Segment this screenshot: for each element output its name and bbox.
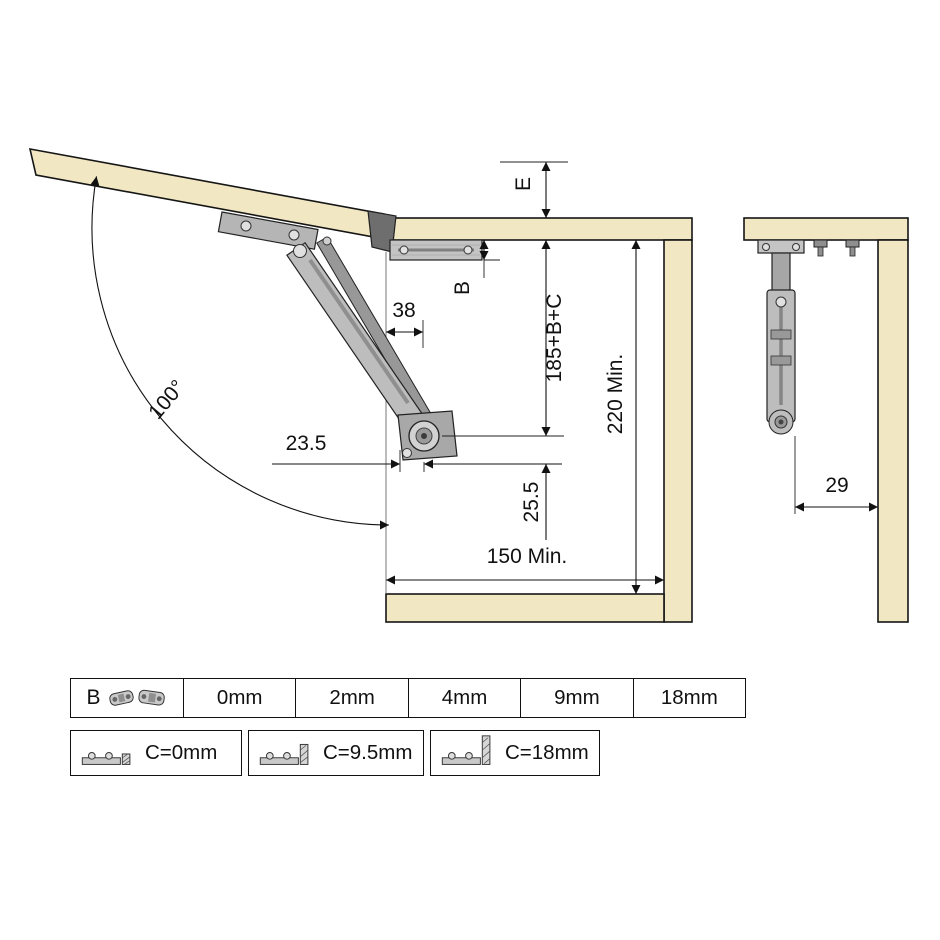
bracket-screw-icon (792, 243, 800, 251)
cabinet-side-view (743, 217, 909, 623)
bracket-profile-icon (259, 743, 309, 765)
dim-38: 38 (386, 299, 424, 348)
dim-185-label: 185+B+C (543, 294, 566, 383)
arm-joint-icon (322, 236, 332, 246)
mechanism-screw-icon (775, 296, 787, 308)
rail-detail (392, 244, 480, 256)
dim-e: E (500, 161, 568, 218)
rail-screw-icon (463, 245, 473, 255)
b-offset-value: 9mm (520, 679, 632, 717)
dim-29-label: 29 (825, 474, 848, 497)
c-option-label: C=9.5mm (323, 741, 413, 764)
arm-joint-icon (293, 244, 307, 258)
c-option-label: C=18mm (505, 741, 589, 764)
b-offset-table-title: B (86, 686, 101, 709)
mechanism-detail (770, 355, 792, 366)
rail-screw-profile (845, 239, 860, 248)
cabinet-top-panel (385, 217, 693, 241)
rail-screw-profile (849, 246, 856, 257)
rail-screw-profile (813, 239, 828, 248)
b-offset-value: 0mm (183, 679, 295, 717)
dim-23-5: 23.5 (272, 432, 562, 472)
hinge-icon (108, 689, 165, 706)
side-top-panel (743, 217, 909, 241)
dim-38-label: 38 (392, 299, 415, 322)
bracket-profile-icon (441, 735, 491, 765)
bracket-profile-icon (81, 752, 131, 765)
b-offset-value: 4mm (407, 679, 520, 717)
c-option-label: C=0mm (145, 741, 218, 764)
cabinet-body (28, 147, 693, 623)
b-offset-value: 2mm (295, 679, 407, 717)
dim-150-label: 150 Min. (487, 545, 568, 568)
dim-b-label: B (451, 281, 474, 295)
plate-screw-icon (288, 229, 300, 241)
dim-150: 150 Min. (386, 545, 664, 585)
dim-29: 29 (794, 436, 878, 514)
main-lift-arm (286, 241, 434, 444)
left-view: 100° E B 185+B+C 220 Min (28, 147, 693, 623)
flap-door-panel (28, 147, 392, 242)
dim-25-5-label: 25.5 (520, 482, 543, 523)
b-offset-value: 18mm (632, 679, 745, 717)
c-option-box: C=18mm (430, 730, 600, 776)
dim-25-5: 25.5 (520, 464, 551, 540)
dim-220: 220 Min. (604, 240, 641, 594)
c-option-box: C=9.5mm (248, 730, 424, 776)
diagram-svg: 100° E B 185+B+C 220 Min (28, 147, 909, 623)
pivot-center (421, 433, 427, 439)
rail-screw-icon (399, 245, 409, 255)
dim-185: 185+B+C (442, 240, 566, 437)
b-offset-table: B 0mm 2mm 4mm 9mm 18mm (70, 678, 746, 718)
b-offset-table-header: B (71, 679, 183, 717)
mechanism-detail (770, 329, 792, 340)
dim-b: B (451, 240, 500, 295)
mechanism-neck (771, 252, 791, 292)
plate-screw-icon (240, 220, 252, 232)
dim-220-label: 220 Min. (604, 354, 627, 435)
lift-mechanism-side (757, 239, 860, 435)
cabinet-bottom-panel (385, 593, 665, 623)
dim-23-5-label: 23.5 (286, 432, 327, 455)
side-panel (877, 239, 909, 623)
dim-angle-label: 100° (144, 376, 190, 424)
c-option-box: C=0mm (70, 730, 242, 776)
lift-mechanism (217, 210, 483, 461)
right-view: 29 (743, 217, 909, 623)
opening-arc (90, 176, 390, 530)
mechanism-pivot-center (778, 419, 784, 425)
rail-screw-profile (817, 246, 824, 257)
base-screw-icon (402, 448, 412, 458)
dim-e-label: E (512, 177, 535, 191)
cabinet-back-panel (663, 239, 693, 623)
bracket-screw-icon (762, 243, 770, 251)
